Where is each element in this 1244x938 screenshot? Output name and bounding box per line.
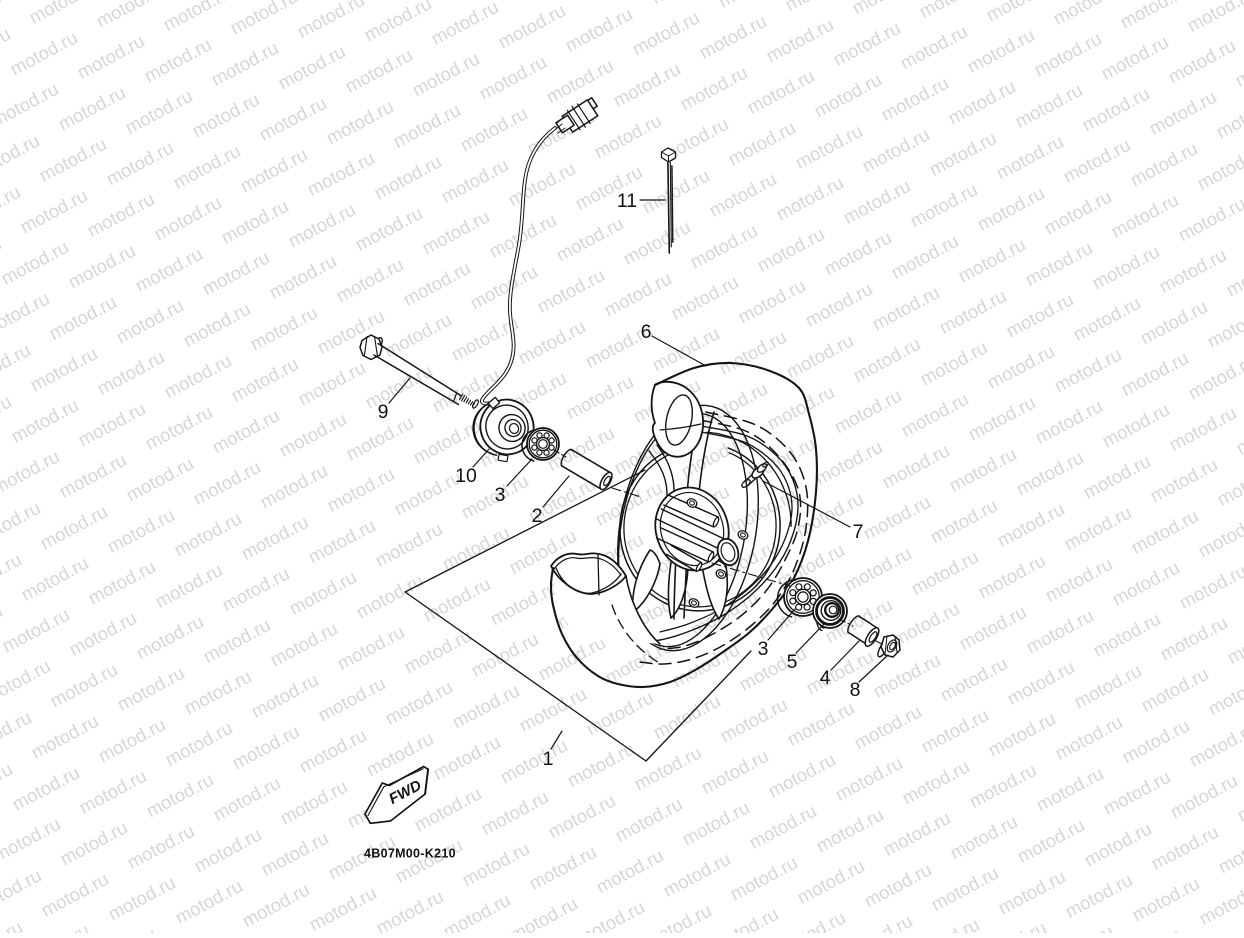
svg-text:9: 9 bbox=[378, 401, 389, 423]
svg-text:10: 10 bbox=[455, 465, 477, 487]
svg-text:7: 7 bbox=[853, 521, 864, 543]
svg-text:11: 11 bbox=[617, 190, 637, 212]
svg-text:3: 3 bbox=[758, 638, 769, 660]
svg-text:2: 2 bbox=[532, 505, 543, 527]
svg-text:3: 3 bbox=[495, 484, 506, 506]
svg-text:1: 1 bbox=[543, 748, 554, 770]
svg-text:4: 4 bbox=[820, 667, 831, 689]
svg-text:5: 5 bbox=[787, 651, 798, 673]
svg-text:4B07M00-K210: 4B07M00-K210 bbox=[364, 847, 456, 861]
svg-text:8: 8 bbox=[850, 679, 861, 701]
svg-text:6: 6 bbox=[641, 321, 652, 343]
